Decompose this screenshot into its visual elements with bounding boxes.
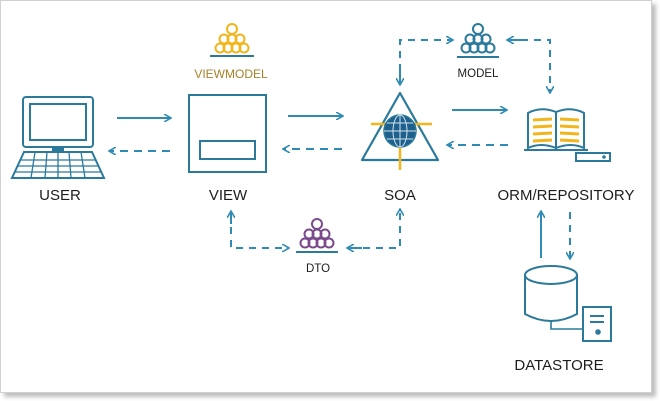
dto-label: DTO: [305, 263, 331, 275]
orm-repository-label: ORM/REPOSITORY: [497, 187, 635, 204]
viewmodel-label: VIEWMODEL: [194, 67, 268, 81]
arrow-view-dto: [230, 214, 288, 248]
soa-label: SOA: [384, 187, 416, 204]
window-icon: [188, 94, 267, 173]
diagram-frame: [0, 0, 652, 393]
people-hierarchy-icon: [457, 23, 499, 58]
people-hierarchy-icon: [210, 23, 254, 57]
user-label: USER: [39, 187, 81, 204]
computer-icon: [10, 96, 106, 179]
open-book-icon: [524, 108, 611, 162]
arrow-soa-model: [399, 40, 452, 84]
datastore-label: DATASTORE: [514, 357, 604, 374]
globe-triangle-icon: [360, 91, 440, 170]
view-label: VIEW: [208, 187, 248, 204]
people-hierarchy-icon: [296, 218, 338, 253]
arrow-dto-soa: [350, 210, 400, 249]
database-server-icon: [524, 265, 612, 342]
arrow-model-orm: [508, 39, 550, 92]
model-label: MODEL: [457, 68, 499, 80]
